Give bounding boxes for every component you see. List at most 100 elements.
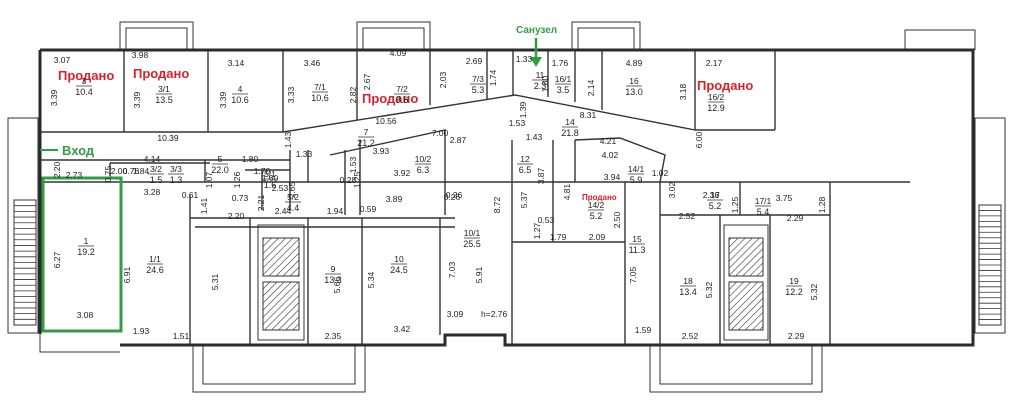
dimension-label: 3.14 [228, 58, 245, 68]
outer-walls [38, 48, 975, 347]
dimension-label: 5.91 [474, 266, 484, 283]
dimension-label: 2.00 [111, 166, 128, 176]
height-label: h=2.76 [481, 309, 508, 319]
dimension-label: 2.29 [787, 213, 804, 223]
room-area: 12.9 [707, 103, 725, 113]
right-stairs [974, 117, 1006, 334]
dimension-label: 2.53 [272, 183, 289, 193]
stairwell-right [723, 224, 769, 341]
room-area: 5.2 [709, 201, 722, 211]
room-number: 10/1 [464, 228, 481, 238]
dimension-label: 5.32 [809, 283, 819, 300]
dimension-label: 2.21 [256, 194, 266, 211]
dimension-label: 8.31 [580, 110, 597, 120]
room-number: 7/2 [396, 84, 408, 94]
top-projections [119, 21, 976, 50]
dimension-label: 2.03 [438, 71, 448, 88]
room-area: 5.4 [757, 207, 770, 217]
dimension-label: 4.09 [390, 48, 407, 58]
room-number: 10/2 [415, 154, 432, 164]
dimension-label: 2.29 [788, 331, 805, 341]
dimension-label: 4.89 [626, 58, 643, 68]
room-number: 3 [82, 76, 87, 86]
dimension-label: 3.39 [49, 89, 59, 106]
dimension-label: 1.59 [635, 325, 652, 335]
dimension-label: 2.73 [66, 170, 83, 180]
dimension-label: 3.07 [54, 55, 71, 65]
room-number: 3/1 [158, 84, 170, 94]
dimension-label: 1.39 [518, 101, 528, 118]
room-number: 7/3 [472, 74, 484, 84]
dimension-label: 7.05 [628, 266, 638, 283]
room-number: 7 [364, 127, 369, 137]
room-area: 12.2 [785, 287, 803, 297]
dimension-label: 1.25 [352, 171, 362, 188]
dimension-label: 2.65 [287, 181, 297, 198]
dimension-label: 4.81 [562, 183, 572, 200]
dimension-label: 3.94 [604, 172, 621, 182]
sold-label: Продано [697, 78, 753, 93]
dimension-label: 3.89 [386, 194, 403, 204]
room-number: 15 [632, 234, 642, 244]
room-number: 11 [536, 70, 545, 80]
room-number: 4 [238, 84, 243, 94]
dimension-label: 2.09 [589, 232, 606, 242]
dimension-label: 2.20 [52, 161, 62, 178]
dimension-label: 3.39 [132, 91, 142, 108]
room-number: 1 [84, 236, 89, 246]
dimension-label: 0.61 [182, 190, 199, 200]
room-area: 13.4 [679, 287, 697, 297]
entrance-label: Вход [62, 143, 95, 158]
room-area: 10.6 [231, 95, 249, 105]
room-area: 5.3 [472, 85, 485, 95]
dimension-label: 2.44 [275, 206, 292, 216]
dimension-label: 10.56 [375, 116, 397, 126]
room-number: 1/1 [149, 254, 161, 264]
dimension-label: 5.31 [210, 273, 220, 290]
dimension-label: 1.07 [204, 171, 214, 188]
dimension-label: 1.25 [730, 196, 740, 213]
room-area: 1.5 [150, 175, 163, 185]
dimension-label: 0.73 [232, 193, 249, 203]
dimension-label: 3.33 [286, 86, 296, 103]
room-area: 6.5 [519, 165, 532, 175]
dimension-label: 3.93 [373, 146, 390, 156]
dimension-label: 1.41 [199, 197, 209, 214]
sold-label: Продано [58, 68, 114, 83]
dimension-label: 1.76 [552, 58, 569, 68]
room-number: 9 [331, 264, 336, 274]
room-number: 19 [789, 276, 799, 286]
dimension-label: 2.50 [612, 211, 622, 228]
room-area: 6.3 [417, 165, 430, 175]
room-area: 13.0 [625, 87, 643, 97]
room-area: 1.6 [264, 180, 277, 190]
dimension-label: 5.66 [332, 276, 342, 293]
room-number: 5/1 [264, 169, 276, 179]
dimension-label: 2.69 [466, 56, 483, 66]
dimension-label: 1.27 [532, 222, 542, 239]
dimension-label: 1.53 [348, 156, 358, 173]
room-number: 18 [683, 276, 693, 286]
room-area: 5.9 [630, 175, 643, 185]
sold-label: Продано [133, 66, 189, 81]
bathroom-label: Санузел [516, 25, 557, 36]
dimension-label: 3.98 [132, 50, 149, 60]
dimension-label: 6.27 [52, 251, 62, 268]
dimension-label: 1.74 [488, 69, 498, 86]
dimension-label: 1.51 [173, 331, 190, 341]
dimension-label: 4.21 [600, 136, 617, 146]
room-area: 21.8 [561, 128, 579, 138]
room-area: 25.5 [463, 239, 481, 249]
dimension-label: 1.33 [296, 149, 313, 159]
dimension-label: 3.75 [776, 193, 793, 203]
room-number: 14/1 [628, 164, 645, 174]
room-number: 17 [710, 190, 720, 200]
stairwell-left [257, 224, 305, 341]
dimension-label: 3.46 [304, 58, 321, 68]
dimension-label: 5.34 [366, 271, 376, 288]
dimension-label: 0.26 [446, 190, 463, 200]
room-area: 5.2 [590, 211, 603, 221]
room-area: 4.4 [287, 203, 300, 213]
dimension-label: 3.92 [394, 168, 411, 178]
room-number: 3/2 [150, 164, 162, 174]
